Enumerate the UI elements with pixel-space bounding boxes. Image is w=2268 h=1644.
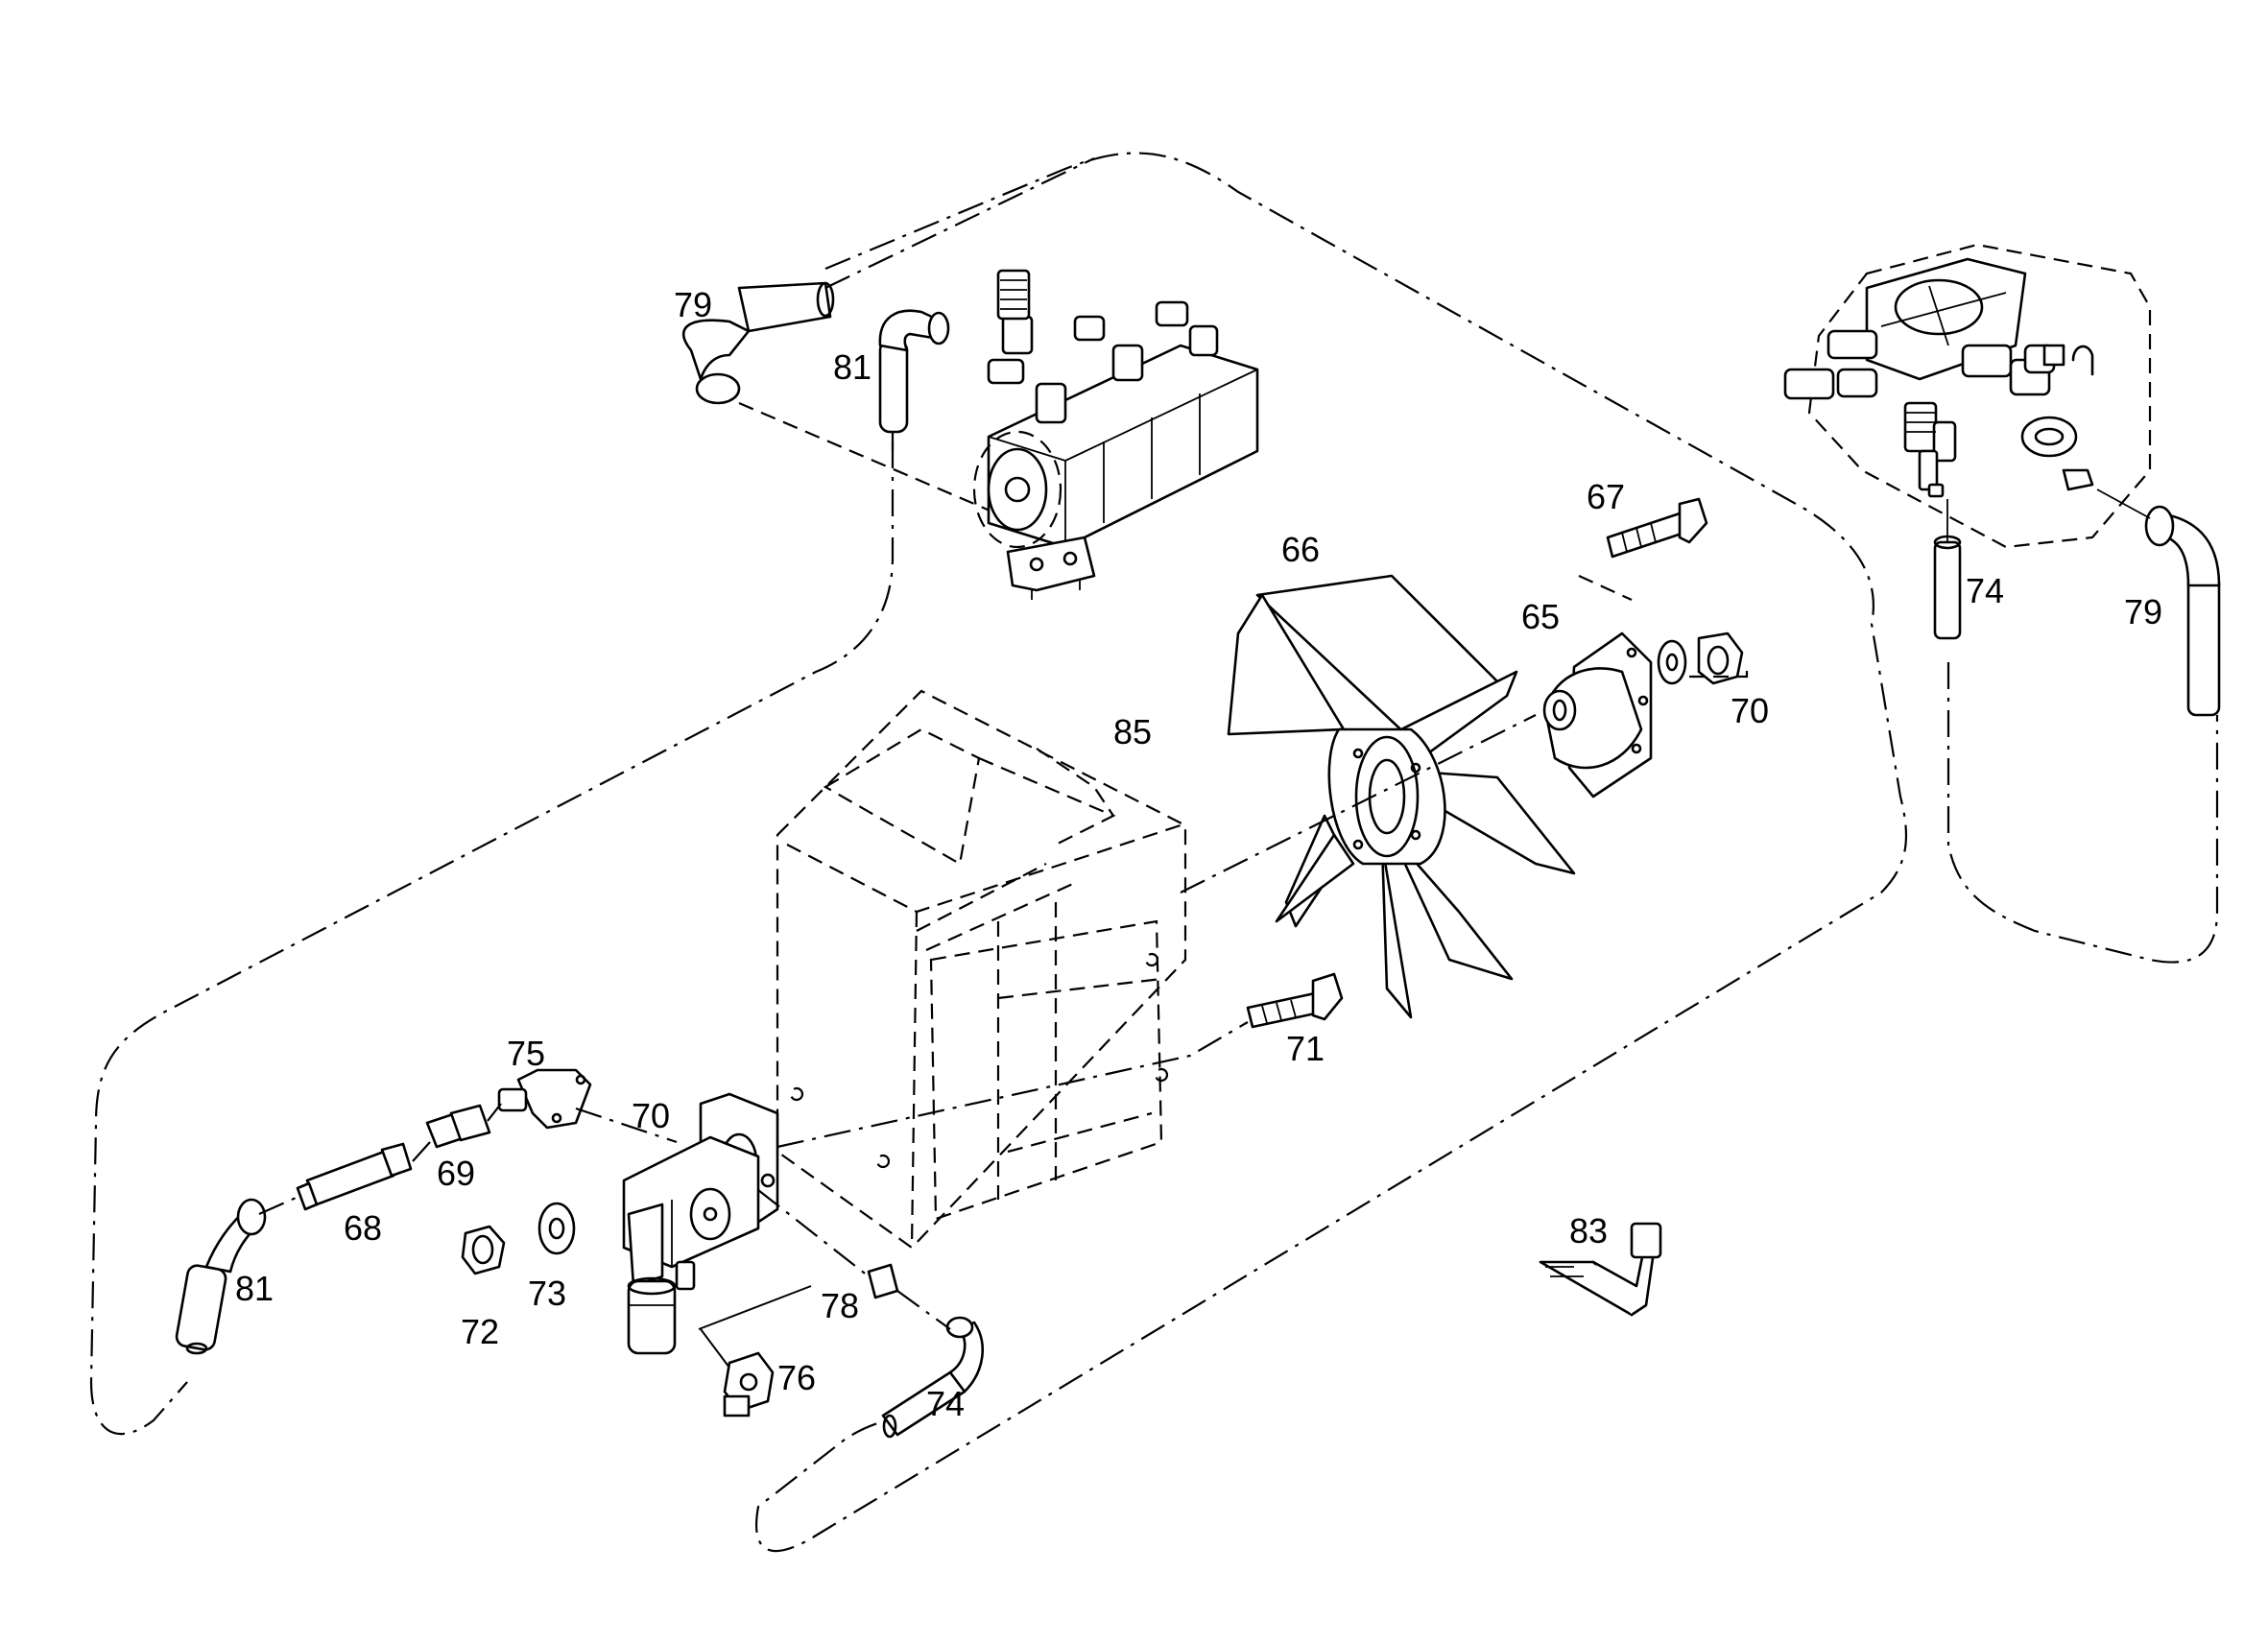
hose-81-lower [175, 1198, 267, 1355]
callout-79-top: 79 [674, 285, 712, 324]
callout-68: 68 [344, 1208, 382, 1248]
hose-routing-top-link [824, 157, 1095, 289]
callout-71: 71 [1286, 1029, 1325, 1068]
callout-73: 73 [528, 1274, 566, 1313]
tandem-pump-assembly [972, 269, 1259, 600]
callout-70-right: 70 [1731, 691, 1769, 730]
callout-75: 75 [507, 1034, 545, 1073]
main-axis-line [776, 1021, 1249, 1149]
callout-70-left: 70 [632, 1096, 670, 1135]
washer-73 [537, 1202, 576, 1255]
gear-pump [622, 1092, 779, 1355]
callout-72: 72 [461, 1312, 499, 1351]
callout-81-lower: 81 [235, 1269, 274, 1308]
hose-79-dash-link [738, 401, 1009, 520]
callout-81-top: 81 [833, 347, 871, 387]
fan-hub [1542, 631, 1653, 798]
fitting-76 [723, 1351, 775, 1418]
filter-68 [296, 1142, 413, 1211]
callout-65: 65 [1521, 597, 1560, 636]
control-valve-assembly [1783, 243, 2152, 549]
callout-83: 83 [1569, 1211, 1608, 1251]
hose-79-right [2096, 488, 2221, 717]
callout-74-right: 74 [1966, 571, 2004, 610]
hose-79-top-left [681, 281, 835, 405]
hose-routing-loop-right [1946, 662, 2219, 964]
hose-routing-loop-left [89, 441, 895, 1436]
radiator-frame [776, 689, 1187, 1250]
hose-routing-loop-outer [755, 152, 1908, 1553]
pump-to-frame-line [575, 1107, 678, 1144]
hose-81-top [878, 309, 950, 434]
callout-69: 69 [437, 1154, 475, 1193]
fitting-78 [867, 1263, 899, 1299]
callout-78: 78 [821, 1286, 859, 1325]
callout-74-lower: 74 [926, 1384, 965, 1423]
bolt-67 [1606, 497, 1708, 559]
hub-bolt-bracket [1578, 574, 1749, 679]
fan-axis-line [1180, 714, 1537, 893]
pump-left-chain [258, 1103, 502, 1216]
callout-85: 85 [1113, 712, 1152, 751]
clamp-83 [1539, 1222, 1662, 1317]
hose-74-right [1933, 499, 1962, 640]
nut-72 [461, 1225, 506, 1275]
callout-67: 67 [1587, 477, 1625, 516]
adapter-69 [425, 1104, 491, 1149]
callout-76: 76 [777, 1358, 816, 1397]
flange-75 [497, 1068, 592, 1130]
callout-79-right: 79 [2124, 592, 2162, 631]
bolt-71 [1246, 972, 1344, 1029]
pump-right-chain [757, 1189, 951, 1330]
fitting-78-lead [700, 1328, 730, 1369]
washer-nut-70-right [1657, 631, 1744, 685]
fitting-76-lead [698, 1285, 812, 1330]
cooling-fan [1227, 574, 1576, 1019]
hose-74-lower [881, 1316, 985, 1439]
callout-66: 66 [1281, 530, 1320, 569]
